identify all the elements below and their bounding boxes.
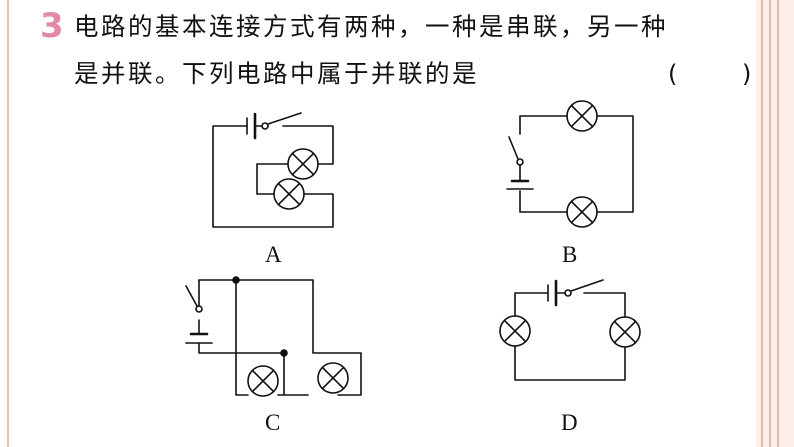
switch-blade	[185, 285, 198, 307]
lamp-icon	[499, 315, 531, 347]
question-number: 3	[40, 6, 64, 46]
option-label-c: C	[265, 410, 281, 435]
question-text-line-2: 是并联。下列电路中属于并联的是	[74, 59, 479, 88]
circuit-d-diagram	[499, 279, 641, 381]
switch-pivot	[195, 305, 203, 313]
junction-dot	[280, 349, 288, 357]
circuit-c-diagram	[185, 276, 362, 397]
right-border-line-1	[761, 0, 763, 447]
junction-dot	[232, 276, 240, 284]
switch-pivot	[261, 122, 269, 130]
option-label-b: B	[562, 242, 578, 267]
left-border-line	[7, 0, 9, 447]
right-border-line-3	[777, 0, 779, 447]
switch-pivot	[564, 289, 572, 297]
switch-pivot	[516, 158, 524, 166]
lamp-icon	[566, 196, 598, 228]
lamp-icon	[247, 365, 279, 397]
circuit-a-diagram	[212, 112, 334, 228]
lamp-icon	[317, 362, 349, 394]
lamp-icon	[287, 148, 319, 180]
question-text-line-1: 电路的基本连接方式有两种，一种是串联，另一种	[74, 12, 668, 41]
answer-paren-close: )	[742, 60, 752, 88]
lamp-icon	[609, 316, 641, 348]
answer-paren-open: (	[668, 60, 678, 88]
switch-blade	[508, 136, 519, 160]
circuit-b-diagram	[506, 100, 634, 228]
lamp-icon	[273, 178, 305, 210]
lamp-icon	[566, 100, 598, 132]
right-border-line-2	[769, 0, 771, 447]
option-label-d: D	[561, 410, 578, 435]
switch-blade	[570, 279, 604, 292]
option-label-a: A	[265, 242, 282, 267]
switch-blade	[267, 112, 302, 125]
